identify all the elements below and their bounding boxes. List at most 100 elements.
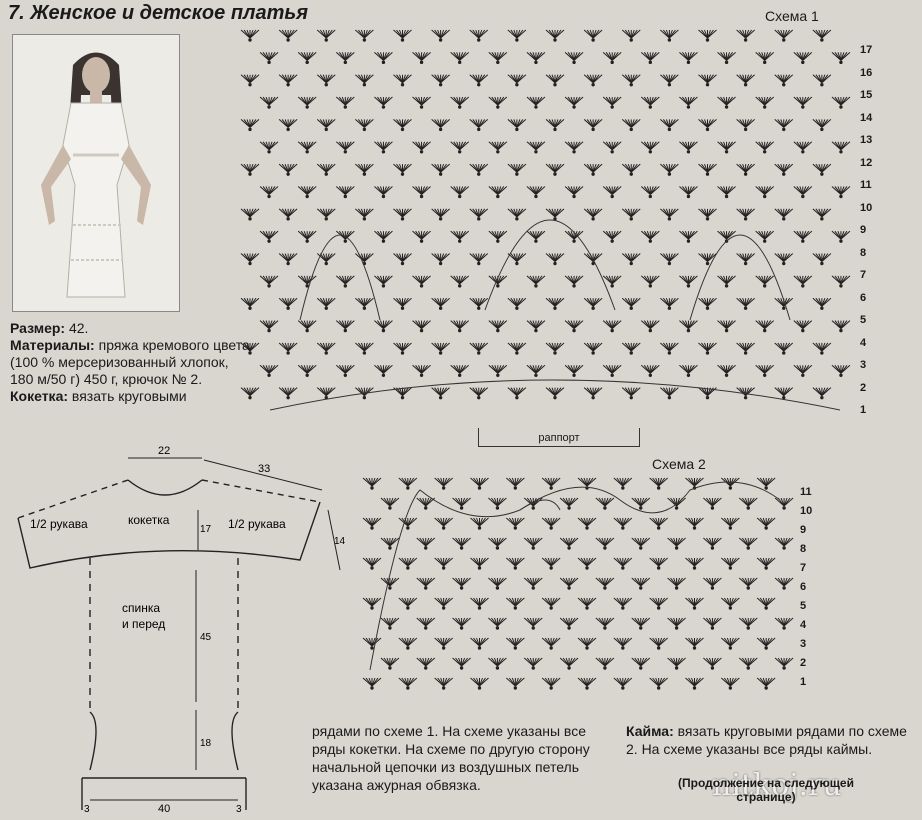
schema1-stitch	[305, 105, 309, 109]
schema1-stitch	[286, 83, 290, 87]
schema1-stitch	[553, 127, 557, 132]
schema1-stitch	[362, 217, 367, 221]
schema2-stitch	[459, 626, 464, 630]
schema1-stitch	[343, 105, 348, 109]
schema1-stitch	[534, 284, 538, 288]
schema2-stitch	[388, 626, 392, 630]
schema1-stitch	[801, 150, 805, 154]
schema2-stitch	[621, 566, 625, 570]
schema2-stitch	[603, 586, 607, 590]
schema1-stitch	[591, 83, 595, 87]
schema1-stitch	[648, 60, 653, 65]
schema1-row-15: 15	[860, 89, 873, 101]
schema1-stitch	[591, 306, 595, 310]
schema1-stitch	[381, 239, 386, 243]
schema2-stitch	[477, 686, 482, 690]
schema1-stitch	[286, 127, 290, 132]
schema1-stitch	[782, 306, 786, 310]
schema2-stitch	[656, 686, 661, 690]
schema2-stitch	[674, 586, 679, 590]
schema2-stitch	[495, 666, 500, 670]
schema1-stitch	[705, 306, 710, 310]
schema1-stitch	[572, 150, 576, 154]
schema2-row-1: 1	[800, 676, 807, 688]
schema2-row-4: 4	[800, 619, 807, 631]
schema2-stitch	[639, 546, 643, 550]
schema1-stitch	[286, 261, 290, 266]
schema1-stitch	[419, 284, 424, 288]
schema1-stitch	[610, 239, 614, 243]
schema1-stitch	[362, 83, 367, 87]
schema1-stitch	[381, 150, 386, 154]
schema2-stitch	[495, 586, 500, 590]
schema1-stitch	[457, 150, 462, 154]
schema2-stitch	[710, 626, 715, 630]
schema1-stitch	[686, 239, 691, 243]
schema1-stitch	[267, 373, 271, 377]
schema1-stitch	[267, 194, 271, 199]
schema1-stitch	[820, 306, 824, 310]
schema1-stitch	[248, 261, 252, 266]
schema1-stitch	[305, 328, 309, 333]
schema1-stitch	[820, 395, 824, 400]
schema1-stitch	[629, 306, 633, 310]
border-label: Кайма:	[626, 723, 674, 739]
body-text-2: и перед	[122, 617, 165, 631]
schema2-stitch	[621, 486, 625, 490]
schema2-stitch	[782, 666, 786, 670]
schema2-stitch	[406, 646, 410, 650]
schema2-stitch	[674, 666, 679, 670]
schema2-stitch	[639, 666, 643, 670]
schema1-stitch	[667, 38, 672, 42]
schema1-stitch	[381, 328, 386, 333]
schema1-stitch	[477, 306, 481, 310]
schema1-stitch	[762, 194, 767, 199]
schema2-stitch	[549, 486, 553, 490]
schema2-stitch	[424, 546, 428, 550]
schema2-stitch	[656, 606, 661, 610]
border-instructions: Кайма: вязать круговыми рядами по схеме …	[626, 722, 916, 758]
schema1-stitch	[801, 373, 805, 377]
schema1-stitch	[705, 395, 710, 400]
schema1-stitch	[705, 127, 710, 132]
yoke-height-dim: 17	[200, 524, 212, 535]
schema2-stitch	[459, 506, 464, 510]
schema2-stitch	[585, 526, 589, 530]
schema2-row-11: 11	[800, 486, 812, 498]
schema1-stitch	[839, 150, 843, 154]
schema1-row-13: 13	[860, 134, 873, 146]
body-text-1: спинка	[122, 601, 160, 615]
schema1-stitch	[591, 261, 595, 266]
schema1-stitch	[820, 351, 824, 355]
schema1-row-1: 1	[860, 404, 867, 416]
schema2-stitch	[441, 566, 446, 570]
schema1-stitch	[743, 83, 748, 87]
schema1-stitch	[553, 172, 557, 176]
schema2-stitch	[477, 526, 482, 530]
schema1-stitch	[381, 284, 386, 288]
schema2-stitch	[621, 606, 625, 610]
schema1-stitch	[438, 83, 443, 87]
schema1-stitch	[248, 395, 252, 400]
schema1-stitch	[477, 395, 481, 400]
schema1-stitch	[496, 60, 500, 65]
schema1-stitch	[839, 60, 843, 65]
schema2-stitch	[656, 526, 661, 530]
schema1-stitch	[477, 351, 481, 355]
materials-label: Материалы:	[10, 337, 95, 353]
schema1-stitch	[743, 172, 748, 176]
schema1-stitch	[248, 127, 252, 132]
schema1-row-2: 2	[860, 381, 867, 394]
schema2-stitch	[764, 606, 768, 610]
schema1-stitch	[305, 60, 309, 65]
schema1-stitch	[762, 328, 767, 333]
schema2-row-9: 9	[800, 524, 807, 536]
schema2-stitch	[441, 486, 446, 490]
watermark-logo: nitkoj.ru	[712, 768, 842, 803]
schema1-stitch	[400, 395, 405, 400]
right-sleeve-text: 1/2 рукава	[228, 517, 286, 531]
schema1-stitch	[610, 373, 614, 377]
schema1-stitch	[705, 172, 710, 176]
schema2-stitch	[424, 506, 428, 510]
schema1-row-8: 8	[860, 246, 867, 259]
